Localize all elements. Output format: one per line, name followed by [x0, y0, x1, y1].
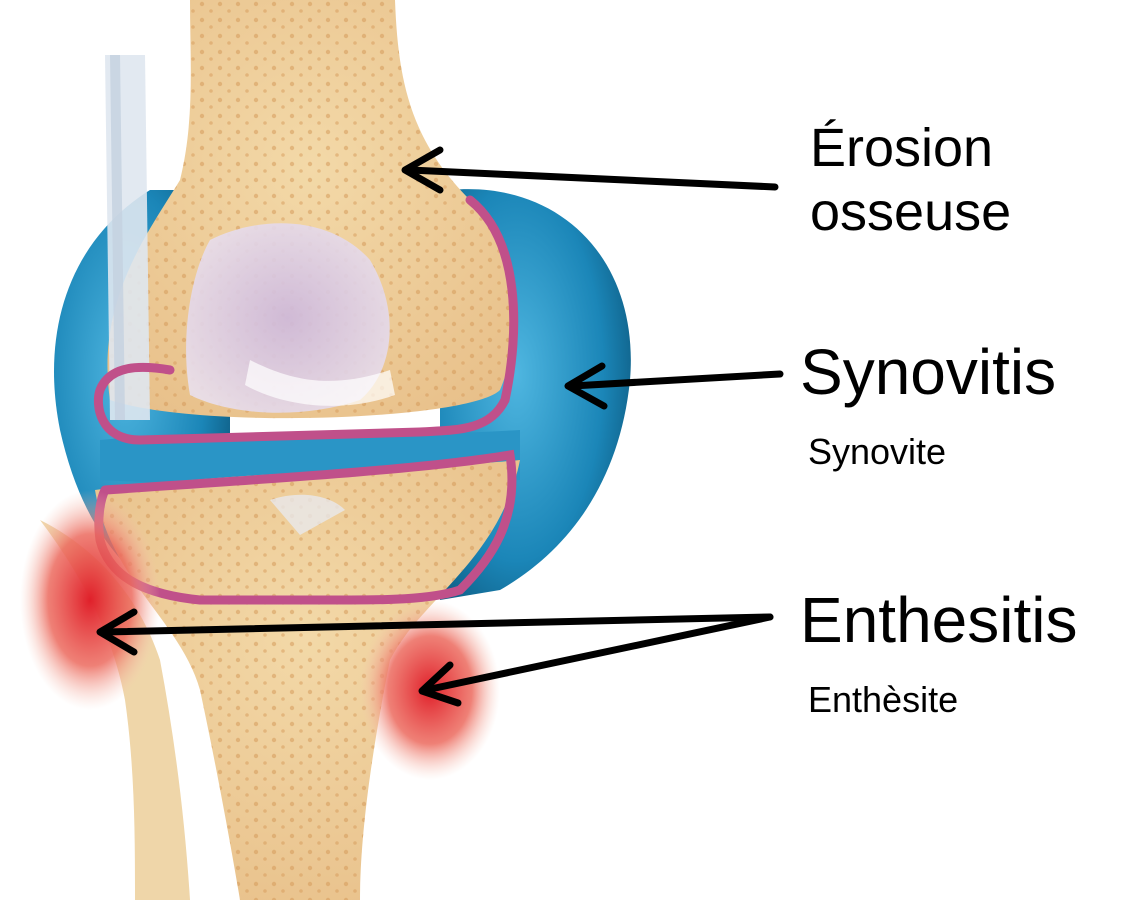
synovitis-subtitle: Synovite	[808, 434, 946, 470]
bone-erosion-line2: osseuse	[810, 180, 1011, 244]
bone-erosion-line1: Érosion	[810, 116, 1011, 180]
enthesitis-title: Enthesitis	[800, 588, 1077, 652]
enthesitis-inflammation-left	[20, 490, 160, 710]
enthesitis-subtitle: Enthèsite	[808, 682, 958, 718]
bone-erosion-label: Érosion osseuse	[810, 116, 1011, 244]
synovitis-title: Synovitis	[800, 340, 1056, 404]
erosion-arrow	[410, 170, 775, 187]
